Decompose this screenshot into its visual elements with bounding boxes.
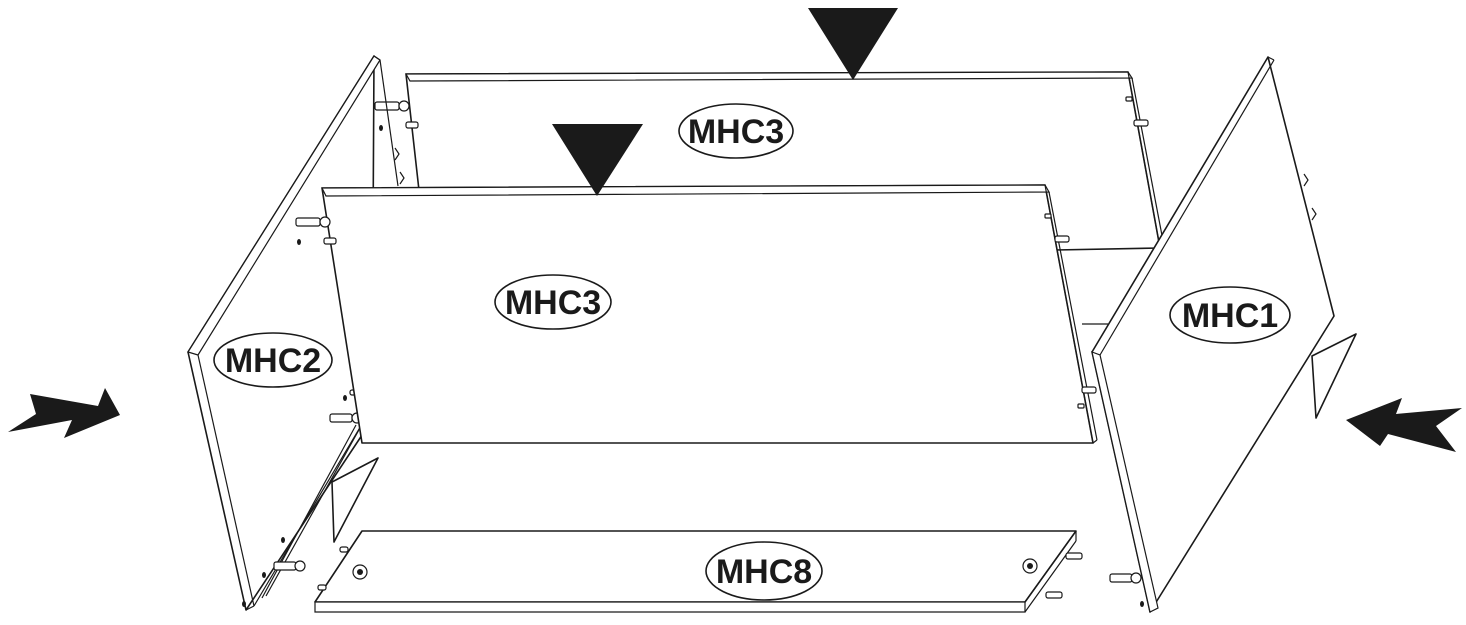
dowel-icon bbox=[1044, 213, 1097, 409]
front-panel bbox=[295, 184, 1098, 444]
dowel-icon bbox=[1125, 96, 1149, 127]
cam-lock-icon bbox=[352, 558, 1038, 580]
left-arrow-icon bbox=[1346, 398, 1462, 452]
svg-text:MHC1: MHC1 bbox=[1182, 297, 1278, 335]
bottom-shelf bbox=[314, 530, 1083, 613]
label-front-panel: MHC3 bbox=[494, 274, 612, 330]
right-arrow-icon bbox=[8, 388, 120, 438]
dowel-icon bbox=[317, 546, 1083, 599]
svg-text:MHC2: MHC2 bbox=[225, 342, 321, 380]
label-right-side: MHC1 bbox=[1169, 286, 1291, 344]
cam-screw-icon bbox=[295, 216, 337, 245]
label-left-side: MHC2 bbox=[213, 332, 333, 388]
svg-text:MHC3: MHC3 bbox=[505, 284, 601, 322]
dowel-icon bbox=[1109, 173, 1317, 607]
down-arrow-icon bbox=[552, 124, 643, 196]
down-arrow-icon bbox=[808, 8, 898, 80]
label-back-panel: MHC3 bbox=[678, 103, 794, 159]
label-bottom-shelf: MHC8 bbox=[705, 541, 823, 601]
svg-text:MHC3: MHC3 bbox=[688, 113, 784, 151]
svg-text:MHC8: MHC8 bbox=[716, 553, 812, 591]
